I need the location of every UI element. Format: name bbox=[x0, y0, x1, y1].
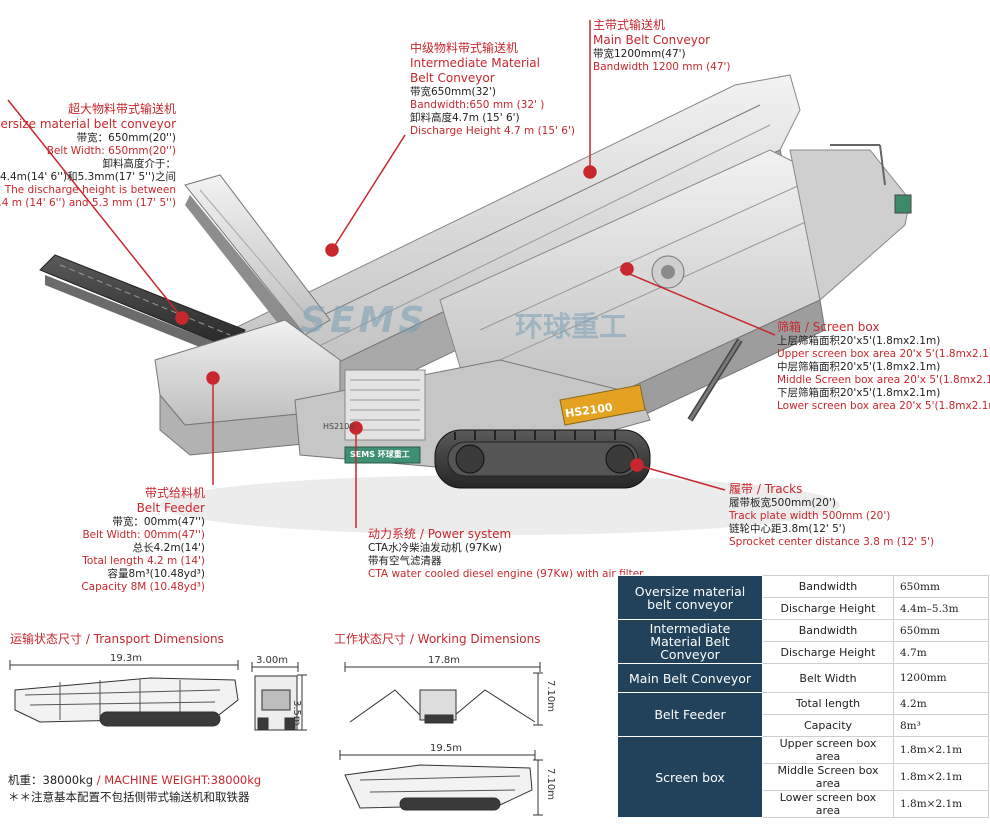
spec-param: Total length bbox=[762, 692, 894, 715]
callout-tracks: 履带 / Tracks 履带板宽500mm(20') Track plate w… bbox=[729, 482, 935, 548]
spec-value: 1.8m×2.1m bbox=[893, 790, 989, 818]
working-height-1: 7.10m bbox=[545, 680, 556, 713]
spec-category: Belt Feeder bbox=[617, 692, 763, 737]
spec-category: Intermediate Material Belt Conveyor bbox=[617, 619, 763, 664]
crawler-tracks bbox=[434, 429, 651, 489]
table-row: Main Belt Conveyor Belt Width 1200mm bbox=[617, 663, 989, 693]
transport-height: 3.5m bbox=[291, 700, 302, 726]
spec-value: 4.4m–5.3m bbox=[893, 597, 989, 620]
transport-width: 3.00m bbox=[256, 655, 289, 666]
spec-value: 1.8m×2.1m bbox=[893, 763, 989, 791]
working-height-2: 7.10m bbox=[545, 768, 556, 801]
spec-param: Middle Screen box area bbox=[762, 763, 894, 791]
ground-shadow bbox=[160, 475, 840, 535]
spec-param: Capacity bbox=[762, 714, 894, 737]
spec-value: 650mm bbox=[893, 619, 989, 642]
spec-value: 8m³ bbox=[893, 714, 989, 737]
table-row: Lower screen box area 1.8m×2.1m bbox=[618, 790, 989, 818]
callout-screen-box: 筛箱 / Screen box 上层筛箱面积20'x5'(1.8mx2.1m) … bbox=[777, 320, 990, 412]
working-width-2: 19.5m bbox=[430, 743, 463, 754]
config-note: ＊＊注意基本配置不包括侧带式输送机和取铁器 bbox=[8, 790, 250, 804]
brand-logo: SEMS bbox=[300, 300, 429, 341]
transport-length: 19.3m bbox=[110, 653, 143, 664]
table-row: Intermediate Material Belt Conveyor Band… bbox=[617, 619, 989, 664]
intermediate-conveyor bbox=[184, 174, 331, 345]
spec-param: Upper screen box area bbox=[762, 736, 894, 764]
spec-category: Oversize material belt conveyor bbox=[617, 575, 763, 620]
table-row: Belt Feeder Total length 4.2m bbox=[617, 692, 989, 737]
spec-value: 4.2m bbox=[893, 692, 989, 715]
working-dimensions-title: 工作状态尺寸 / Working Dimensions bbox=[334, 632, 541, 646]
table-row: Oversize material belt conveyor Bandwidt… bbox=[617, 575, 989, 620]
machine-weight: 机重：38000kg / MACHINE WEIGHT:38000kg bbox=[8, 773, 262, 787]
spec-param: Discharge Height bbox=[762, 641, 894, 664]
brand-logo-cn: 环球重工 bbox=[515, 310, 628, 343]
spec-value: 4.7m bbox=[893, 641, 989, 664]
callout-main-conveyor: 主带式输送机 Main Belt Conveyor 带宽1200mm(47') … bbox=[593, 18, 731, 73]
table-row: Middle Screen box area 1.8m×2.1m bbox=[618, 763, 989, 791]
spec-param: Belt Width bbox=[762, 663, 894, 693]
spec-value: 650mm bbox=[893, 575, 989, 598]
spec-category: Main Belt Conveyor bbox=[617, 663, 763, 693]
callout-oversize: 超大物料带式输送机 Oversize material belt conveyo… bbox=[0, 102, 176, 209]
callout-intermediate: 中级物料带式输送机 Intermediate Material Belt Con… bbox=[410, 41, 575, 137]
spec-category: Screen box bbox=[617, 736, 763, 818]
spec-param: Lower screen box area bbox=[762, 790, 894, 818]
spec-param: Bandwidth bbox=[762, 575, 894, 598]
spec-param: Bandwidth bbox=[762, 619, 894, 642]
transport-dimensions-title: 运输状态尺寸 / Transport Dimensions bbox=[10, 632, 224, 646]
oversize-conveyor bbox=[39, 254, 246, 360]
working-width-1: 17.8m bbox=[428, 655, 461, 666]
callout-power-system: 动力系统 / Power system CTA水冷柴油发动机 (97Kw) 带有… bbox=[368, 527, 644, 580]
spec-param: Discharge Height bbox=[762, 597, 894, 620]
callout-leaders bbox=[7, 20, 776, 528]
table-row: Screen box Upper screen box area 1.8m×2.… bbox=[617, 736, 989, 818]
working-drawing bbox=[339, 662, 543, 816]
brand-logo-small: SEMS 环球重工 bbox=[350, 450, 410, 459]
model-badge-side: HS2100 bbox=[323, 422, 355, 431]
table-row: Discharge Height 4.4m–5.3m bbox=[618, 597, 989, 620]
transport-drawing bbox=[9, 660, 307, 731]
callout-belt-feeder: 带式给料机 Belt Feeder 带宽：00mm(47'') Belt Wid… bbox=[81, 486, 205, 593]
spec-value: 1.8m×2.1m bbox=[893, 736, 989, 764]
spec-value: 1200mm bbox=[893, 663, 989, 693]
spec-table: Oversize material belt conveyor Bandwidt… bbox=[617, 575, 989, 818]
rear-frame bbox=[789, 144, 912, 301]
table-row: Discharge Height 4.7m bbox=[618, 641, 989, 664]
